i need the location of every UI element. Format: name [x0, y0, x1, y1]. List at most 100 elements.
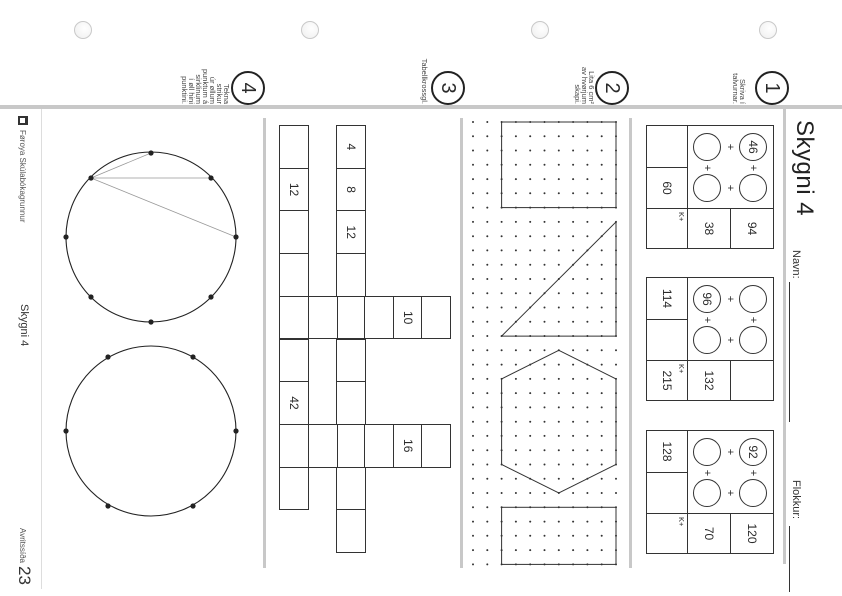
grid-dot: [514, 363, 517, 366]
grid-dot: [486, 534, 489, 537]
grid-dot: [514, 178, 517, 181]
grid-dot: [600, 192, 603, 195]
grid-dot: [529, 406, 532, 409]
grid-dot: [486, 434, 489, 437]
grid-dot: [500, 249, 503, 252]
grid-dot: [529, 534, 532, 537]
grid-dot: [543, 320, 546, 323]
grid-dot: [586, 420, 589, 423]
grid-dot: [615, 477, 617, 480]
grid-dot: [600, 463, 603, 466]
grid-dot: [543, 449, 546, 452]
grid-dot: [486, 135, 489, 138]
grid-dot: [514, 235, 517, 238]
grid-dot: [586, 349, 589, 352]
grid-dot: [514, 192, 517, 195]
rectangle-shape[interactable]: [501, 121, 617, 209]
circle-six-points[interactable]: [65, 345, 237, 517]
grid-dot: [543, 192, 546, 195]
grid-dot: [557, 292, 560, 295]
grid-dot: [572, 534, 575, 537]
grid-dot: [529, 178, 532, 181]
page-number: 23: [15, 566, 34, 585]
grid-dot: [514, 377, 517, 380]
grid-dot: [486, 178, 489, 181]
grid-dot: [600, 449, 603, 452]
grid-dot: [486, 349, 489, 352]
grid-dot: [472, 206, 474, 209]
grid-dot: [486, 463, 489, 466]
grid-dot: [557, 249, 560, 252]
grid-dot: [615, 363, 617, 366]
grid-dot: [514, 163, 517, 166]
grid-dot: [529, 278, 532, 280]
grid-dot: [557, 477, 560, 480]
grid-dot: [557, 534, 560, 537]
grid-dot: [514, 349, 517, 352]
grid-dot: [572, 549, 575, 552]
grid-dot: [472, 335, 474, 337]
grid-dot: [472, 249, 474, 252]
grid-dot: [529, 549, 532, 552]
grid-dot: [586, 463, 589, 466]
grid-dot: [543, 263, 546, 266]
triangle-shape[interactable]: [500, 220, 617, 337]
grid-dot: [514, 492, 517, 494]
grid-dot: [529, 292, 532, 295]
grid-dot: [486, 492, 489, 494]
grid-dot: [472, 306, 474, 309]
rectangle-shape[interactable]: [501, 506, 617, 565]
grid-dot: [486, 506, 489, 509]
grid-dot: [600, 420, 603, 423]
grid-dot: [486, 406, 489, 409]
grid-dot: [557, 320, 560, 323]
grid-dot: [557, 220, 560, 223]
grid-dot: [486, 520, 489, 523]
grid-dot: [514, 392, 517, 395]
grid-dot: [572, 178, 575, 181]
grid-dot: [486, 121, 489, 123]
grid-dot: [486, 149, 489, 152]
grid-dot: [572, 434, 575, 437]
hexagon-shape[interactable]: [501, 349, 617, 494]
grid-dot: [472, 320, 474, 323]
grid-dot: [557, 149, 560, 152]
grid-dot: [600, 320, 603, 323]
grid-dot: [543, 163, 546, 166]
grid-dot: [615, 349, 617, 352]
grid-dot: [486, 392, 489, 395]
grid-dot: [472, 149, 474, 152]
grid-dot: [543, 492, 546, 494]
grid-dot: [586, 306, 589, 309]
grid-dot: [472, 163, 474, 166]
grid-dot: [557, 434, 560, 437]
grid-dot: [543, 135, 546, 138]
book-name: Skygni 4: [18, 304, 30, 347]
grid-dot: [472, 121, 474, 123]
grid-dot: [572, 249, 575, 252]
grid-dot: [514, 135, 517, 138]
grid-dot: [543, 306, 546, 309]
grid-dot: [586, 263, 589, 266]
grid-dot: [500, 349, 503, 352]
grid-dot: [472, 278, 474, 280]
grid-dot: [586, 278, 589, 280]
grid-dot: [500, 363, 503, 366]
dot-grid[interactable]: [468, 118, 620, 570]
grid-dot: [572, 220, 575, 223]
grid-dot: [557, 192, 560, 195]
grid-dot: [472, 463, 474, 466]
grid-dot: [600, 392, 603, 395]
grid-dot: [543, 278, 546, 280]
grid-dot: [514, 149, 517, 152]
grid-dot: [486, 220, 489, 223]
grid-dot: [600, 549, 603, 552]
grid-dot: [500, 278, 503, 280]
grid-dot: [500, 220, 503, 223]
grid-dot: [586, 163, 589, 166]
grid-dot: [586, 149, 589, 152]
grid-dot: [514, 292, 517, 295]
grid-dot: [600, 292, 603, 295]
grid-dot: [543, 235, 546, 238]
